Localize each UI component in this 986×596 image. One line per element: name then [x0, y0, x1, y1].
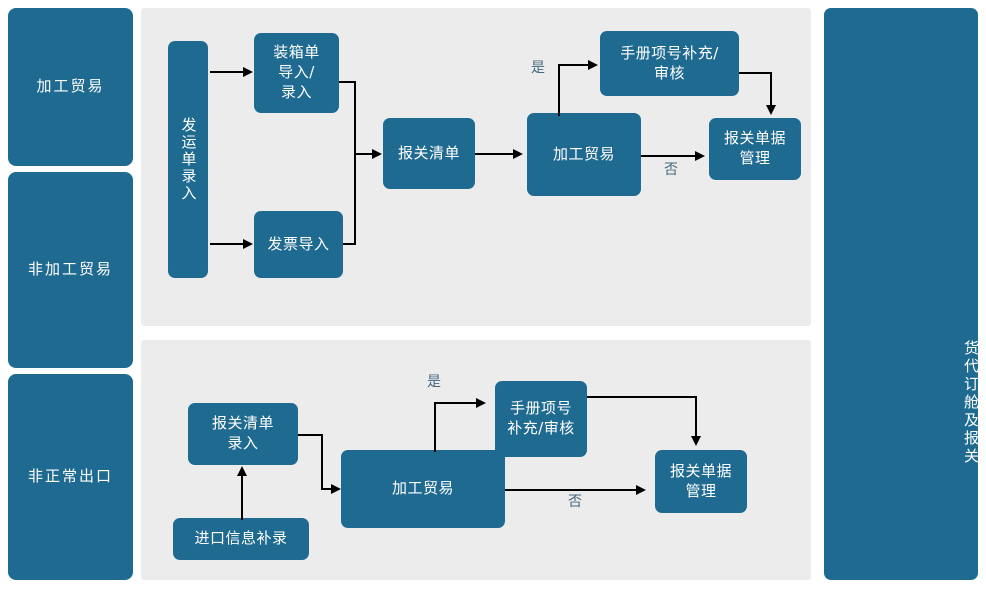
node-manual-item-supplement-2[interactable]: 手册项号 补充/审核	[495, 381, 587, 457]
lane-abnormal-export-label: 非正常出口	[27, 467, 113, 486]
connector-shipping-to-invoice	[210, 243, 244, 245]
arrowhead-shipping-to-invoice	[243, 239, 253, 249]
connector-shipping-to-packing	[210, 71, 244, 73]
connector-manual2-to-docmgmt2-horizontal	[587, 396, 697, 398]
connector-packing-to-bus	[339, 81, 356, 83]
node-manual-item-supplement[interactable]: 手册项号补充/ 审核	[600, 31, 739, 96]
connector-decision2-yes-vertical	[434, 402, 436, 452]
node-processing-trade-decision-label: 加工贸易	[552, 144, 615, 163]
edge-label-yes-top: 是	[531, 61, 545, 75]
connector-bus-to-customs-list	[354, 153, 374, 155]
lane-abnormal-export[interactable]: 非正常出口	[8, 374, 133, 580]
node-customs-list[interactable]: 报关清单	[383, 118, 475, 189]
node-manual-item-supplement-label: 手册项号补充/ 审核	[620, 43, 719, 82]
node-shipping-order-entry-label: 发运单录入	[179, 117, 198, 202]
arrowhead-decision2-yes	[476, 398, 486, 408]
node-customs-list-label: 报关清单	[397, 143, 460, 162]
node-import-info-supplement[interactable]: 进口信息补录	[173, 518, 309, 560]
arrowhead-decision-yes	[588, 60, 598, 70]
node-manual-item-supplement-2-label: 手册项号 补充/审核	[507, 399, 575, 437]
node-customs-list-entry-label: 报关清单 录入	[211, 414, 274, 452]
arrowhead-entry-to-decision	[331, 484, 341, 494]
connector-decision-no-top	[641, 155, 697, 157]
connector-invoice-to-bus	[343, 243, 356, 245]
lane-non-processing-trade-label: 非加工贸易	[27, 260, 113, 279]
edge-label-yes-bottom-text: 是	[427, 374, 441, 390]
arrowhead-import-to-entry	[237, 466, 247, 476]
node-customs-list-entry[interactable]: 报关清单 录入	[188, 403, 298, 465]
connector-entry-to-decision-horizontal	[298, 434, 323, 436]
edge-label-yes-bottom: 是	[427, 375, 441, 389]
edge-label-no-top: 否	[664, 163, 678, 177]
node-processing-trade-decision-2-label: 加工贸易	[391, 479, 454, 498]
connector-entry-to-decision-vertical	[321, 434, 323, 489]
connector-customs-list-to-decision	[475, 153, 515, 155]
edge-label-yes-top-text: 是	[531, 60, 545, 76]
connector-decision-yes-vertical	[558, 64, 560, 116]
node-processing-trade-decision[interactable]: 加工贸易	[527, 113, 641, 196]
node-customs-doc-management-2[interactable]: 报关单据 管理	[655, 450, 747, 513]
arrowhead-manual2-to-docmgmt2	[691, 436, 701, 446]
node-customs-doc-management[interactable]: 报关单据 管理	[709, 118, 801, 180]
node-invoice-import[interactable]: 发票导入	[254, 211, 343, 278]
node-customs-doc-management-label: 报关单据 管理	[723, 129, 786, 167]
connector-decision2-yes-horizontal	[434, 402, 477, 404]
node-shipping-order-entry[interactable]: 发运单录入	[168, 41, 208, 278]
node-processing-trade-decision-2[interactable]: 加工贸易	[341, 450, 505, 528]
connector-merge-bus	[354, 81, 356, 244]
connector-import-to-entry	[241, 474, 243, 520]
lane-non-processing-trade[interactable]: 非加工贸易	[8, 172, 133, 368]
arrowhead-decision-no-top	[695, 151, 705, 161]
connector-entry-to-decision-horizontal2	[321, 488, 333, 490]
lane-forwarder-booking-customs-label: 货代订舱及报关	[962, 340, 980, 466]
node-packing-list-import-label: 装箱单 导入/ 录入	[273, 43, 320, 101]
node-customs-doc-management-2-label: 报关单据 管理	[669, 461, 732, 500]
arrowhead-shipping-to-packing	[243, 67, 253, 77]
edge-label-no-top-text: 否	[664, 162, 678, 178]
connector-manual-to-docmgmt-vertical	[770, 72, 772, 107]
edge-label-no-bottom-text: 否	[568, 494, 582, 510]
edge-label-no-bottom: 否	[568, 495, 582, 509]
arrowhead-bus-to-customs-list	[372, 149, 382, 159]
node-invoice-import-label: 发票导入	[267, 234, 330, 253]
connector-manual-to-docmgmt-horizontal	[739, 72, 772, 74]
connector-decision2-no	[505, 489, 638, 491]
node-packing-list-import[interactable]: 装箱单 导入/ 录入	[254, 33, 339, 113]
connector-decision-yes-horizontal	[558, 64, 590, 66]
node-import-info-supplement-label: 进口信息补录	[194, 529, 288, 548]
lane-processing-trade-label: 加工贸易	[36, 77, 105, 96]
connector-manual2-to-docmgmt2-vertical	[695, 396, 697, 438]
lane-forwarder-booking-customs[interactable]: 货代订舱及报关	[824, 8, 980, 580]
lane-processing-trade[interactable]: 加工贸易	[8, 8, 133, 166]
arrowhead-customs-list-to-decision	[513, 149, 523, 159]
arrowhead-manual-to-docmgmt	[766, 105, 776, 115]
arrowhead-decision2-no	[636, 485, 646, 495]
